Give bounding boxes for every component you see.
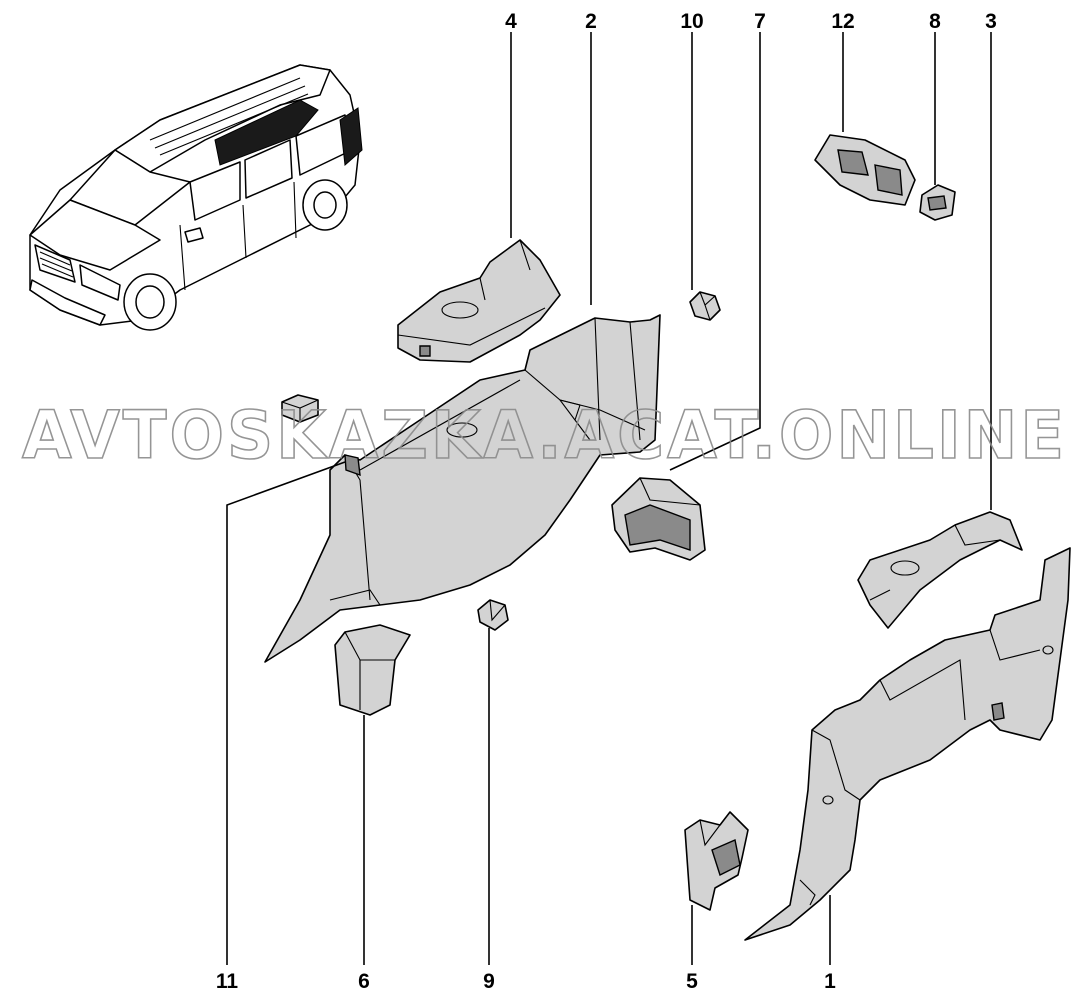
leader-lines <box>226 32 992 965</box>
callout-8: 8 <box>929 10 941 33</box>
callout-3: 3 <box>985 10 997 33</box>
callout-5: 5 <box>686 970 698 993</box>
vehicle-illustration <box>29 64 363 331</box>
callout-7: 7 <box>754 10 766 33</box>
part-11-block <box>281 394 319 423</box>
part-8-cap <box>919 184 956 221</box>
callout-labels: 4 2 10 7 12 8 3 11 6 9 5 1 <box>216 10 997 993</box>
part-5-lower-bracket <box>684 811 749 911</box>
callout-6: 6 <box>358 970 370 993</box>
callout-10: 10 <box>680 10 703 33</box>
callout-9: 9 <box>483 970 495 993</box>
callout-1: 1 <box>824 970 836 993</box>
part-10-clip <box>689 291 721 321</box>
part-1-lower-right-panel <box>744 547 1071 941</box>
part-12-trim-cutouts <box>814 134 916 206</box>
callout-12: 12 <box>831 10 854 33</box>
watermark: AVTOSKAZKA.ACAT.ONLINE <box>22 397 1067 474</box>
part-6-corner-cap <box>334 624 411 716</box>
part-4-upper-trim <box>397 239 561 363</box>
part-9-push-pin <box>477 599 509 631</box>
callout-4: 4 <box>505 10 517 33</box>
callout-11: 11 <box>216 970 239 993</box>
part-3-upper-right-trim <box>857 511 1023 629</box>
part-7-bracket <box>611 477 706 561</box>
part-2-side-trim-panel <box>264 314 661 663</box>
callout-2: 2 <box>585 10 597 33</box>
